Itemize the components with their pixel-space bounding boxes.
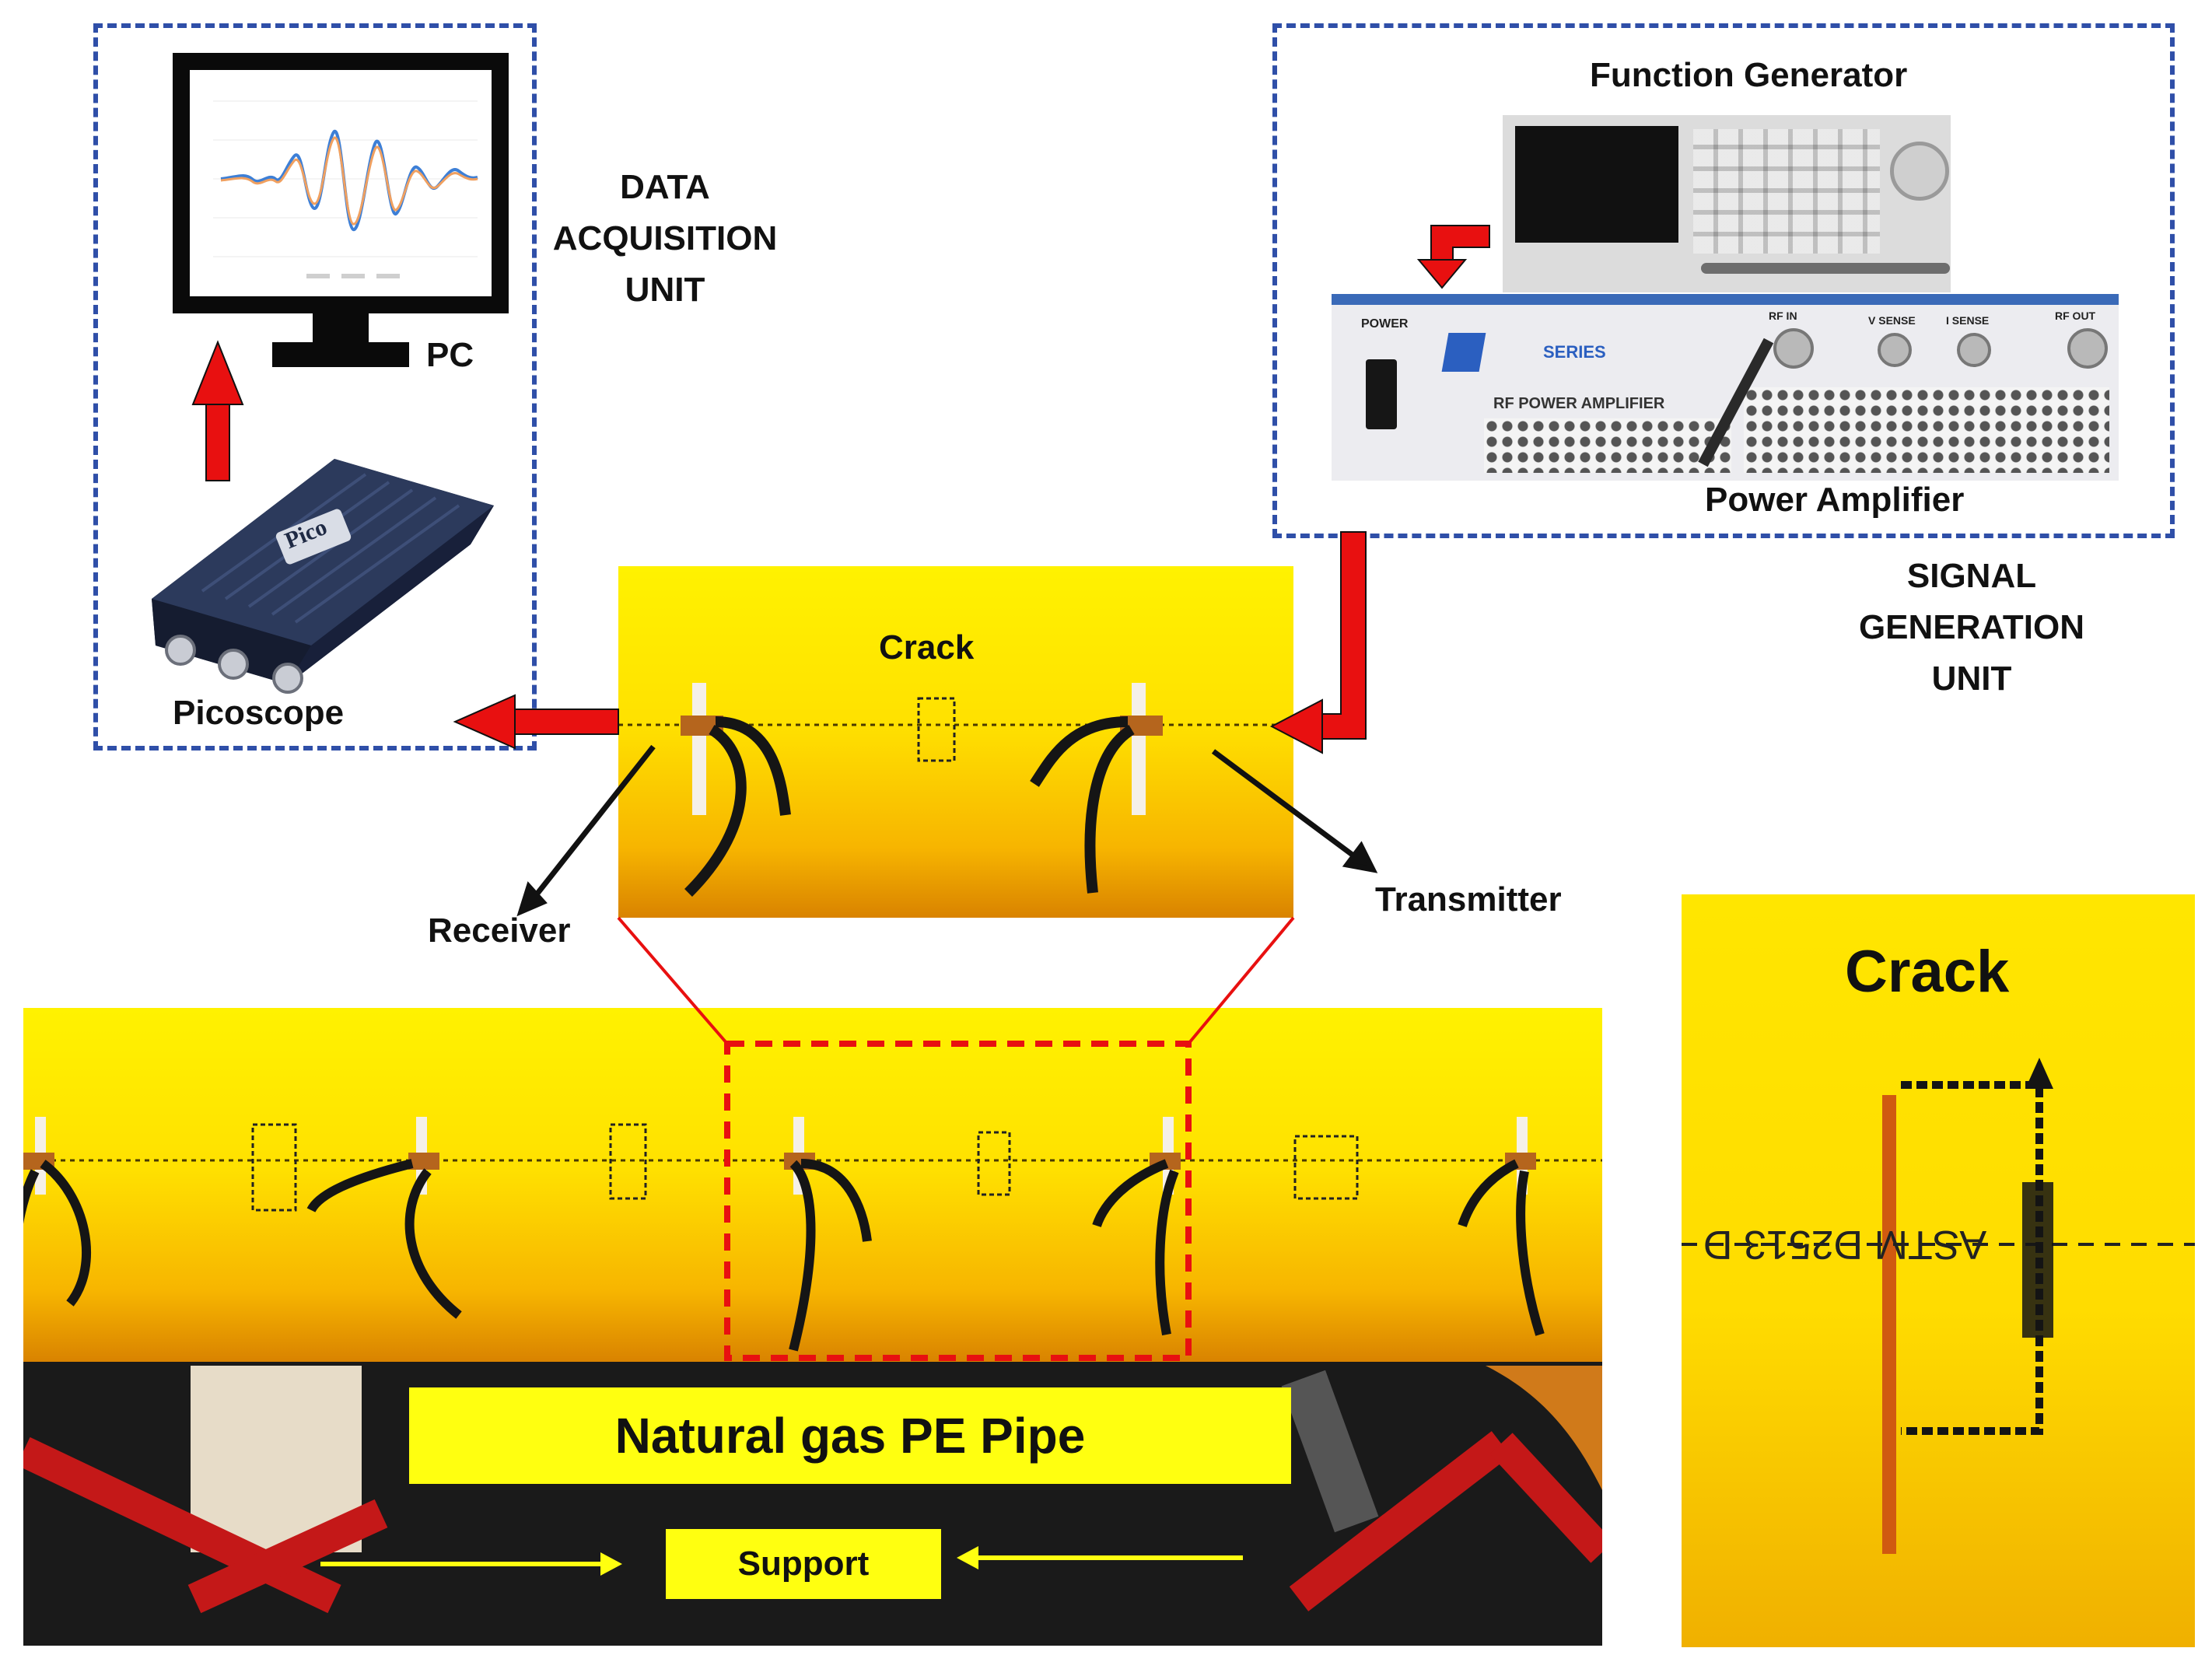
function-generator-display (1515, 126, 1678, 243)
crack-detail-label: Crack (1845, 939, 2010, 1005)
arrow-receiver-pointer (516, 744, 656, 917)
data-acquisition-line3: UNIT (625, 271, 705, 309)
signal-generation-label: SIGNAL GENERATION UNIT (1843, 551, 2100, 705)
support-banner: Support (666, 1529, 941, 1599)
pc-label: PC (426, 336, 474, 374)
arrow-left-to-picoscope (453, 694, 619, 750)
power-amplifier-photo: POWER SERIES RF POWER AMPLIFIER RF IN V … (1332, 294, 2119, 481)
arrow-left-icon (957, 1546, 978, 1569)
data-acquisition-line2: ACQUISITION (552, 219, 778, 257)
signal-generation-line3: UNIT (1931, 660, 2012, 698)
pc-monitor-icon (173, 53, 509, 313)
transmitter-label: Transmitter (1375, 880, 1562, 918)
arrow-right-icon (600, 1552, 622, 1576)
function-generator-knob-icon (1890, 142, 1949, 201)
function-generator-photo (1503, 115, 1951, 292)
amp-name-text: RF POWER AMPLIFIER (1493, 395, 1665, 412)
crack-center-label: Crack (879, 628, 975, 667)
waveform-orange (220, 136, 478, 226)
amp-v-sense-text: V SENSE (1868, 314, 1916, 327)
amp-power-text: POWER (1361, 317, 1409, 331)
monitor-screen (190, 70, 492, 296)
pipe-full-details (23, 1117, 1602, 1614)
arrow-amp-to-pipe (1269, 531, 1367, 754)
picoscope-label: Picoscope (173, 694, 345, 732)
crack-line (1882, 1095, 1896, 1554)
monitor-base (272, 342, 409, 367)
crack-arrow-icon (2025, 1058, 2053, 1089)
receiver-label: Receiver (428, 911, 571, 950)
function-generator-buttons (1693, 129, 1880, 254)
arrow-fg-to-amp (1416, 225, 1490, 289)
amp-series-text: SERIES (1543, 342, 1606, 362)
pipe-banner: Natural gas PE Pipe (409, 1387, 1291, 1484)
crack-detail-photo: ASTM D2513 D (1682, 894, 2195, 1647)
amp-rf-in-text: RF IN (1769, 310, 1797, 322)
arrow-up-to-pc (191, 340, 244, 481)
signal-generation-line2: GENERATION (1858, 608, 2085, 646)
amp-i-sense-text: I SENSE (1946, 314, 1990, 327)
pipe-zoom-details (618, 683, 1293, 897)
zoom-box (724, 1041, 1192, 1361)
amp-top-strip (1332, 294, 2119, 305)
crack-detail-marks (1682, 1058, 2195, 1554)
signal-generation-line1: SIGNAL (1906, 557, 2037, 595)
function-generator-label: Function Generator (1590, 56, 1908, 94)
amp-connector-icons (1767, 328, 2109, 375)
arrow-transmitter-pointer (1211, 749, 1378, 873)
data-acquisition-line1: DATA (620, 168, 710, 206)
waveform-plot (213, 100, 478, 278)
function-generator-cable (1701, 263, 1950, 274)
amp-vent-right (1744, 387, 2109, 473)
data-acquisition-label: DATA ACQUISITION UNIT (537, 162, 793, 316)
amp-rf-out-text: RF OUT (2055, 310, 2096, 322)
power-amplifier-label: Power Amplifier (1705, 481, 1965, 519)
data-acquisition-box (93, 23, 537, 751)
signal-generation-box (1272, 23, 2175, 538)
monitor-neck (313, 313, 369, 345)
amp-vent-left (1484, 418, 1731, 473)
pipe-zoom-photo (618, 566, 1293, 918)
amp-power-switch-icon (1366, 359, 1397, 429)
pipe-body (23, 1008, 1602, 1362)
